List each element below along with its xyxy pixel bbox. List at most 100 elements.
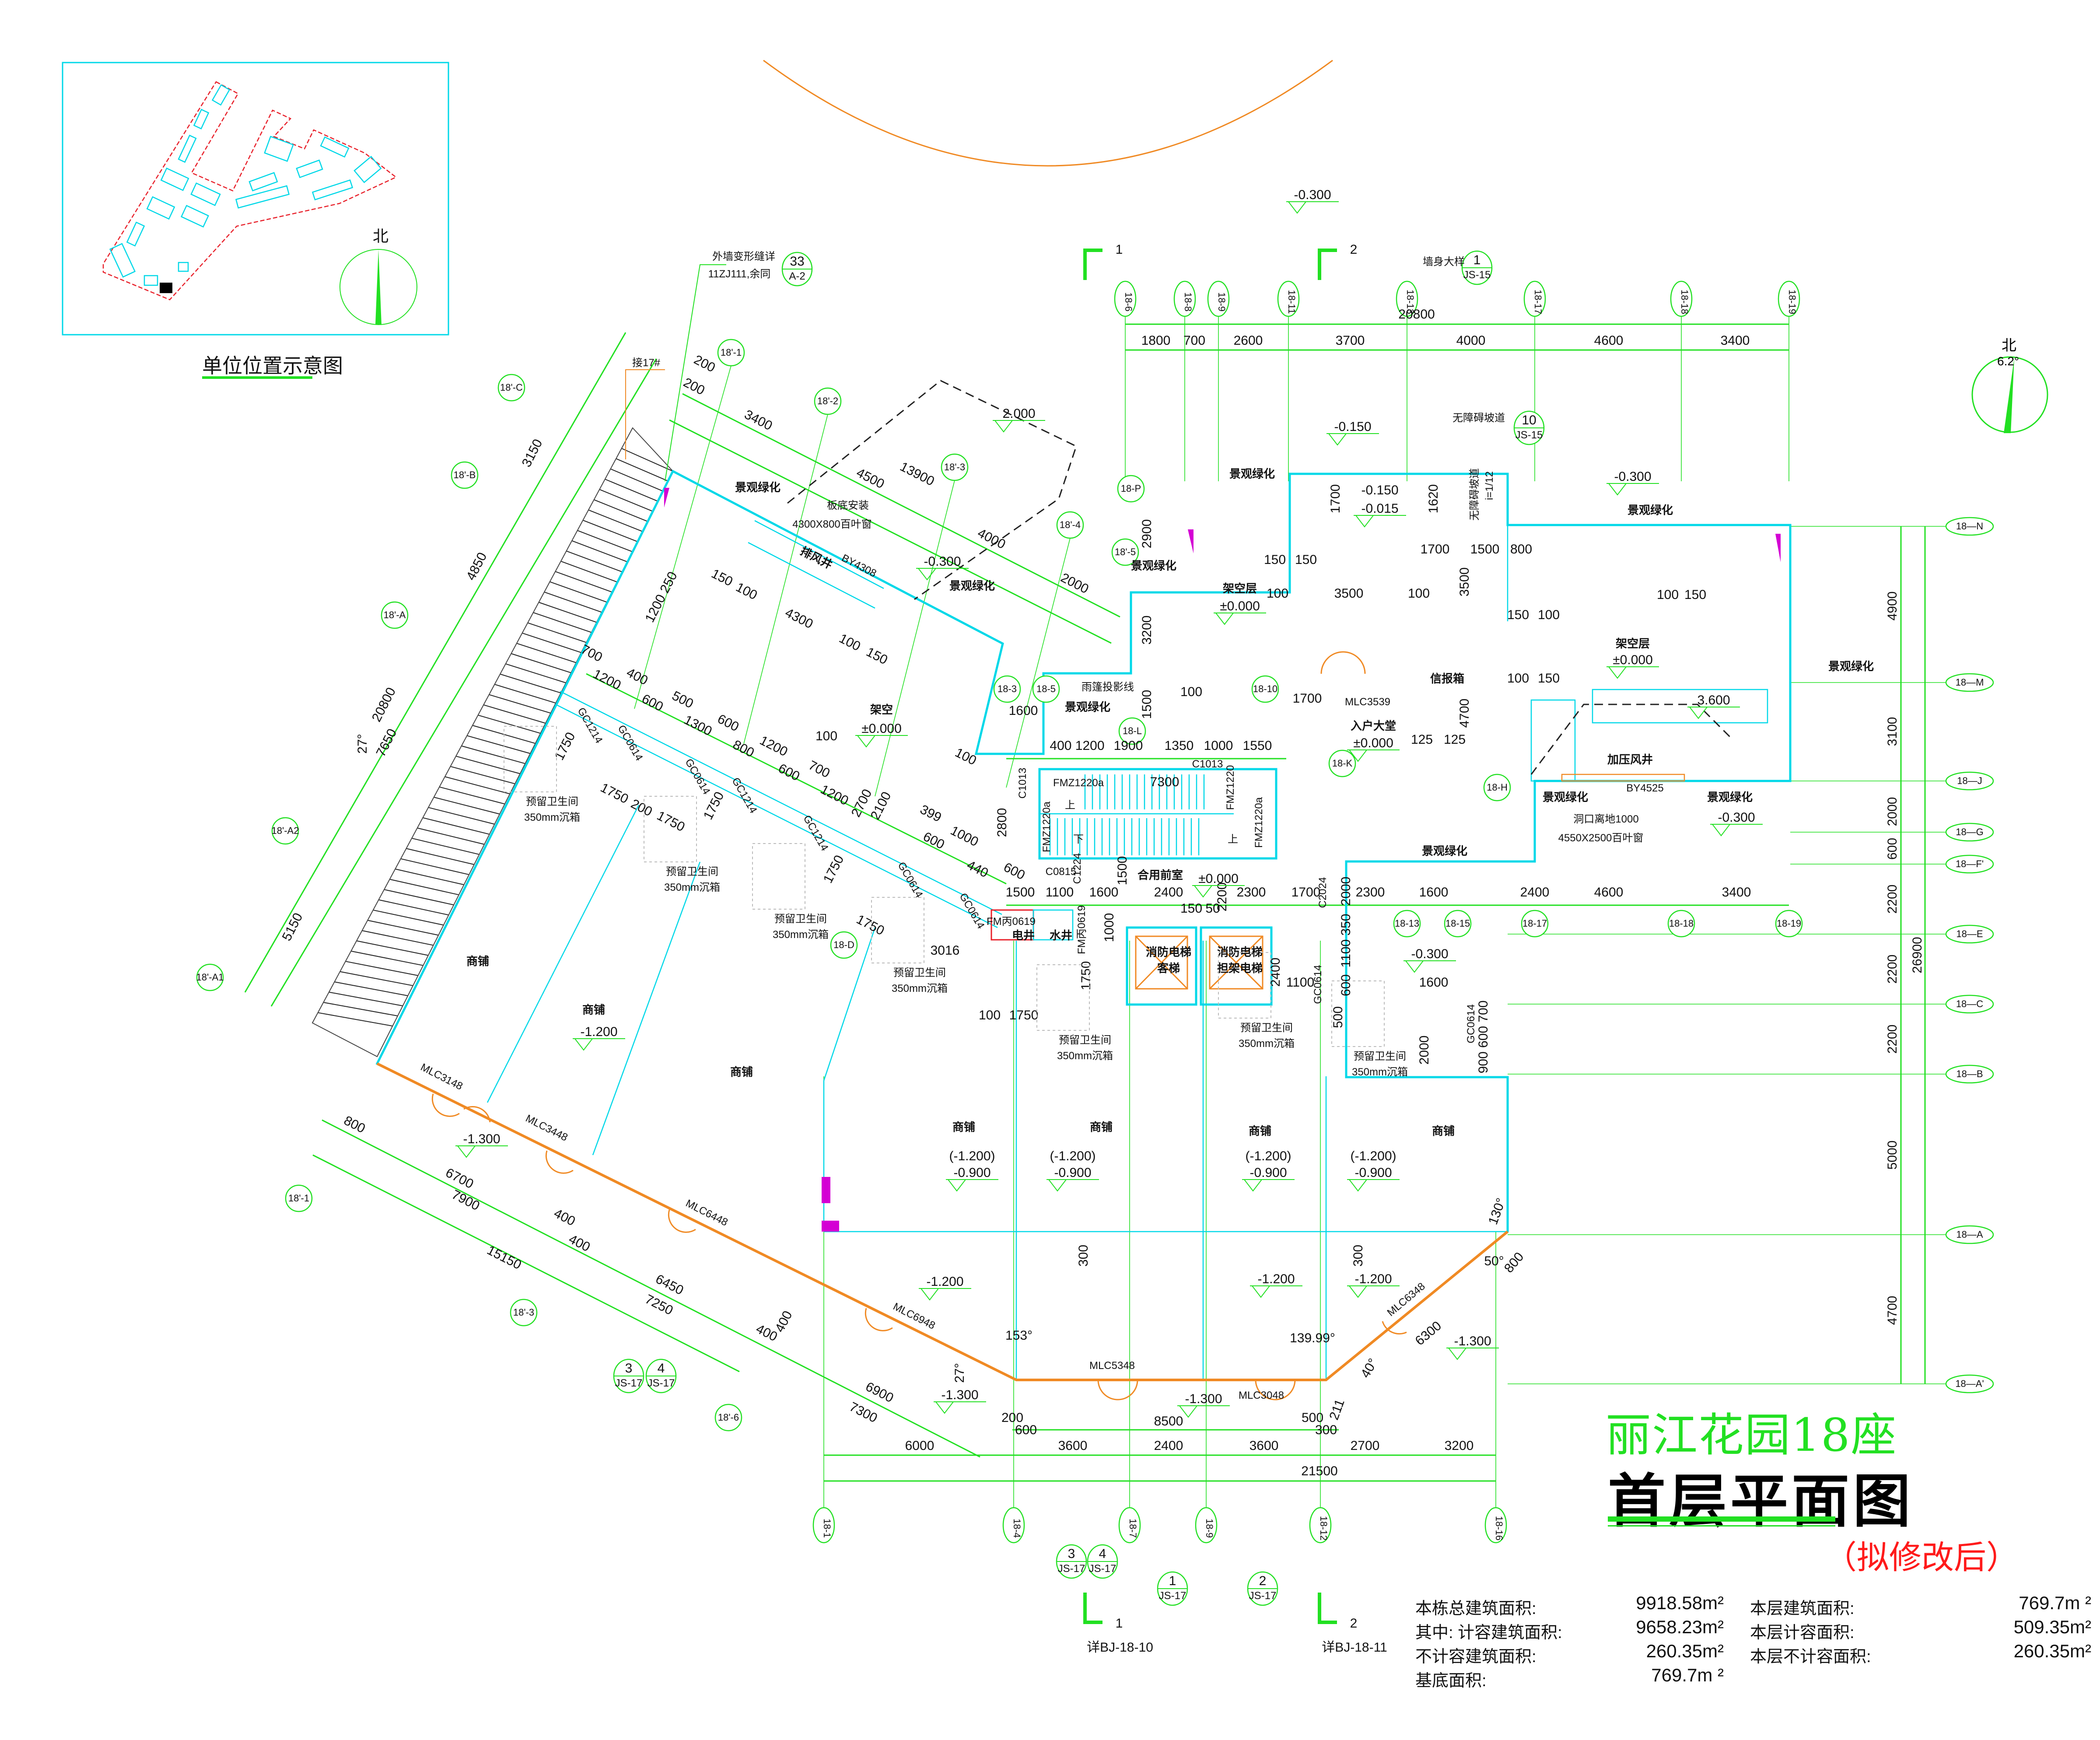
- dimension-value: 4850: [464, 550, 490, 582]
- landscape-label: 景观绿化: [1422, 844, 1467, 858]
- axis-label: 18'-A1: [196, 972, 224, 983]
- annotation-note: 板底安装: [827, 500, 869, 511]
- drawing-title: 首层平面图: [1608, 1468, 1914, 1535]
- elevation-value: -0.150: [1361, 483, 1398, 497]
- dimension-value: 600: [1001, 860, 1028, 882]
- elevation-marker-icon: [1607, 666, 1628, 679]
- callout-sheet: A-2: [789, 270, 805, 282]
- current-building-marker: [160, 283, 172, 293]
- dimension-value: 1350: [1165, 739, 1194, 753]
- dimension-value: 1000: [1204, 739, 1233, 753]
- landscape-label: 景观绿化: [1229, 467, 1275, 480]
- dimension-value: 1500: [1470, 542, 1500, 557]
- axis-label: 18'-3: [513, 1307, 534, 1318]
- dimension-value: 1500: [1140, 690, 1154, 719]
- elevation-value: ±0.000: [1198, 872, 1239, 886]
- dimension-value: 100: [734, 580, 760, 602]
- dimension-value: 1700: [1293, 691, 1322, 706]
- axis-bubble: [1945, 924, 1994, 944]
- elevation-value: -0.300: [1718, 810, 1755, 825]
- storefront-glazing: [376, 1062, 1508, 1381]
- dimension-value: 2200: [1215, 882, 1229, 912]
- stat-label: 不计容建筑面积:: [1415, 1648, 1536, 1666]
- dimension-value: 2400: [1520, 885, 1550, 900]
- axis-label: 18'-A: [384, 609, 406, 620]
- road-curve: [763, 60, 1333, 167]
- annotation-note: 上: [1065, 799, 1075, 811]
- elevation-value: 2.000: [1002, 406, 1035, 421]
- elevation-value: -0.300: [924, 554, 961, 569]
- door-window-tag: GC0614: [1465, 1004, 1477, 1043]
- dimension-lines: [244, 323, 1926, 1482]
- room-label: 排风井: [798, 544, 835, 571]
- room-label: 合用前室: [1138, 868, 1183, 882]
- elevation-value: ±0.000: [1220, 599, 1260, 613]
- dimension-value: 3400: [742, 407, 774, 434]
- building: [312, 380, 1792, 1400]
- sunken-slab-area: [1331, 980, 1385, 1047]
- dimension-value: 600: [1015, 1423, 1037, 1437]
- axis-label: 18-17: [1522, 918, 1547, 929]
- reserved-toilet-note: 350mm沉箱: [892, 983, 948, 994]
- dimension-value: 399: [918, 802, 944, 825]
- dimension-value: 1550: [1243, 739, 1272, 753]
- reserved-toilet-note: 350mm沉箱: [524, 812, 580, 823]
- annotation-note: 11ZJ111,余同: [708, 268, 771, 280]
- reserved-toilet-label: 预留卫生间: [1059, 1034, 1111, 1046]
- elevation-marker-icon: [1348, 1285, 1368, 1298]
- north-angle: 6.2°: [1997, 354, 2020, 368]
- sunken-slab-area: [752, 843, 805, 910]
- elevation-value: -0.900: [1354, 1166, 1392, 1180]
- annotation-note: 外墙变形缝详: [712, 251, 775, 263]
- axis-label: 18-19: [1787, 290, 1798, 314]
- reserved-toilet-note: 350mm沉箱: [664, 882, 720, 893]
- elevation-value: ±0.000: [1613, 653, 1653, 667]
- dimension-value: 3150: [519, 437, 546, 469]
- dimension-value: 2400: [1154, 885, 1183, 900]
- dimension-value: 13900: [898, 459, 937, 489]
- stat-label: 本栋总建筑面积:: [1415, 1600, 1536, 1618]
- axis-bubble: [1483, 774, 1511, 802]
- axis-label: 18-13: [1405, 290, 1416, 314]
- elevation-marker-icon: [947, 1179, 967, 1192]
- axis-label: 18'-3: [944, 462, 965, 473]
- axis-bubble: [1032, 675, 1060, 703]
- axis-bubble: [1945, 1225, 1994, 1244]
- dimension-value: 3600: [1250, 1439, 1279, 1453]
- dimension-value: 150: [1507, 608, 1529, 622]
- dimension-value: 500: [1302, 1411, 1323, 1425]
- dimension-value: 2700: [1351, 1439, 1380, 1453]
- site-plan-caption: 单位位置示意图: [202, 354, 343, 377]
- callout-number: 4: [1099, 1547, 1106, 1561]
- dimension-value: 2300: [1237, 885, 1266, 900]
- axis-bubble: [1945, 994, 1994, 1014]
- door-window-tag: GC0614: [895, 860, 925, 900]
- dimension-value: 100: [837, 631, 863, 654]
- dimension-value: 20800: [369, 685, 399, 724]
- axis-bubble: [1277, 280, 1300, 317]
- elevation-marker-icon: [920, 1288, 940, 1301]
- annotation-note: 无障碍坡道: [1469, 468, 1480, 521]
- annotation-note: 上: [1228, 833, 1238, 845]
- callout-sheet: JS-17: [615, 1377, 643, 1389]
- dimension-value: 600: [1339, 974, 1353, 996]
- elevation-value: -0.300: [1294, 188, 1331, 202]
- dimension-value: 26900: [1910, 937, 1925, 973]
- leader-line: [665, 264, 726, 482]
- landscape-label: 景观绿化: [1065, 700, 1110, 714]
- axis-label: 18—C: [1956, 998, 1983, 1009]
- dimension-value: 600: [715, 711, 742, 734]
- door-window-tag: MLC6948: [891, 1301, 937, 1332]
- fire-elevator-passenger: [1126, 926, 1197, 1006]
- adjoining-building-hatch: [318, 448, 673, 1027]
- reserved-toilet-label: 预留卫生间: [1354, 1050, 1406, 1062]
- callout-number: 10: [1522, 413, 1536, 427]
- elevation-marker-icon: [1688, 707, 1708, 719]
- axis-label: 18-10: [1253, 683, 1278, 694]
- reserved-toilet-label: 预留卫生间: [526, 796, 578, 808]
- door-window-tag: FMZ1220: [1225, 765, 1236, 810]
- axis-label: 18—A: [1956, 1229, 1983, 1240]
- sunken-slab-area: [871, 897, 924, 963]
- dimension-value: 4300: [783, 606, 815, 632]
